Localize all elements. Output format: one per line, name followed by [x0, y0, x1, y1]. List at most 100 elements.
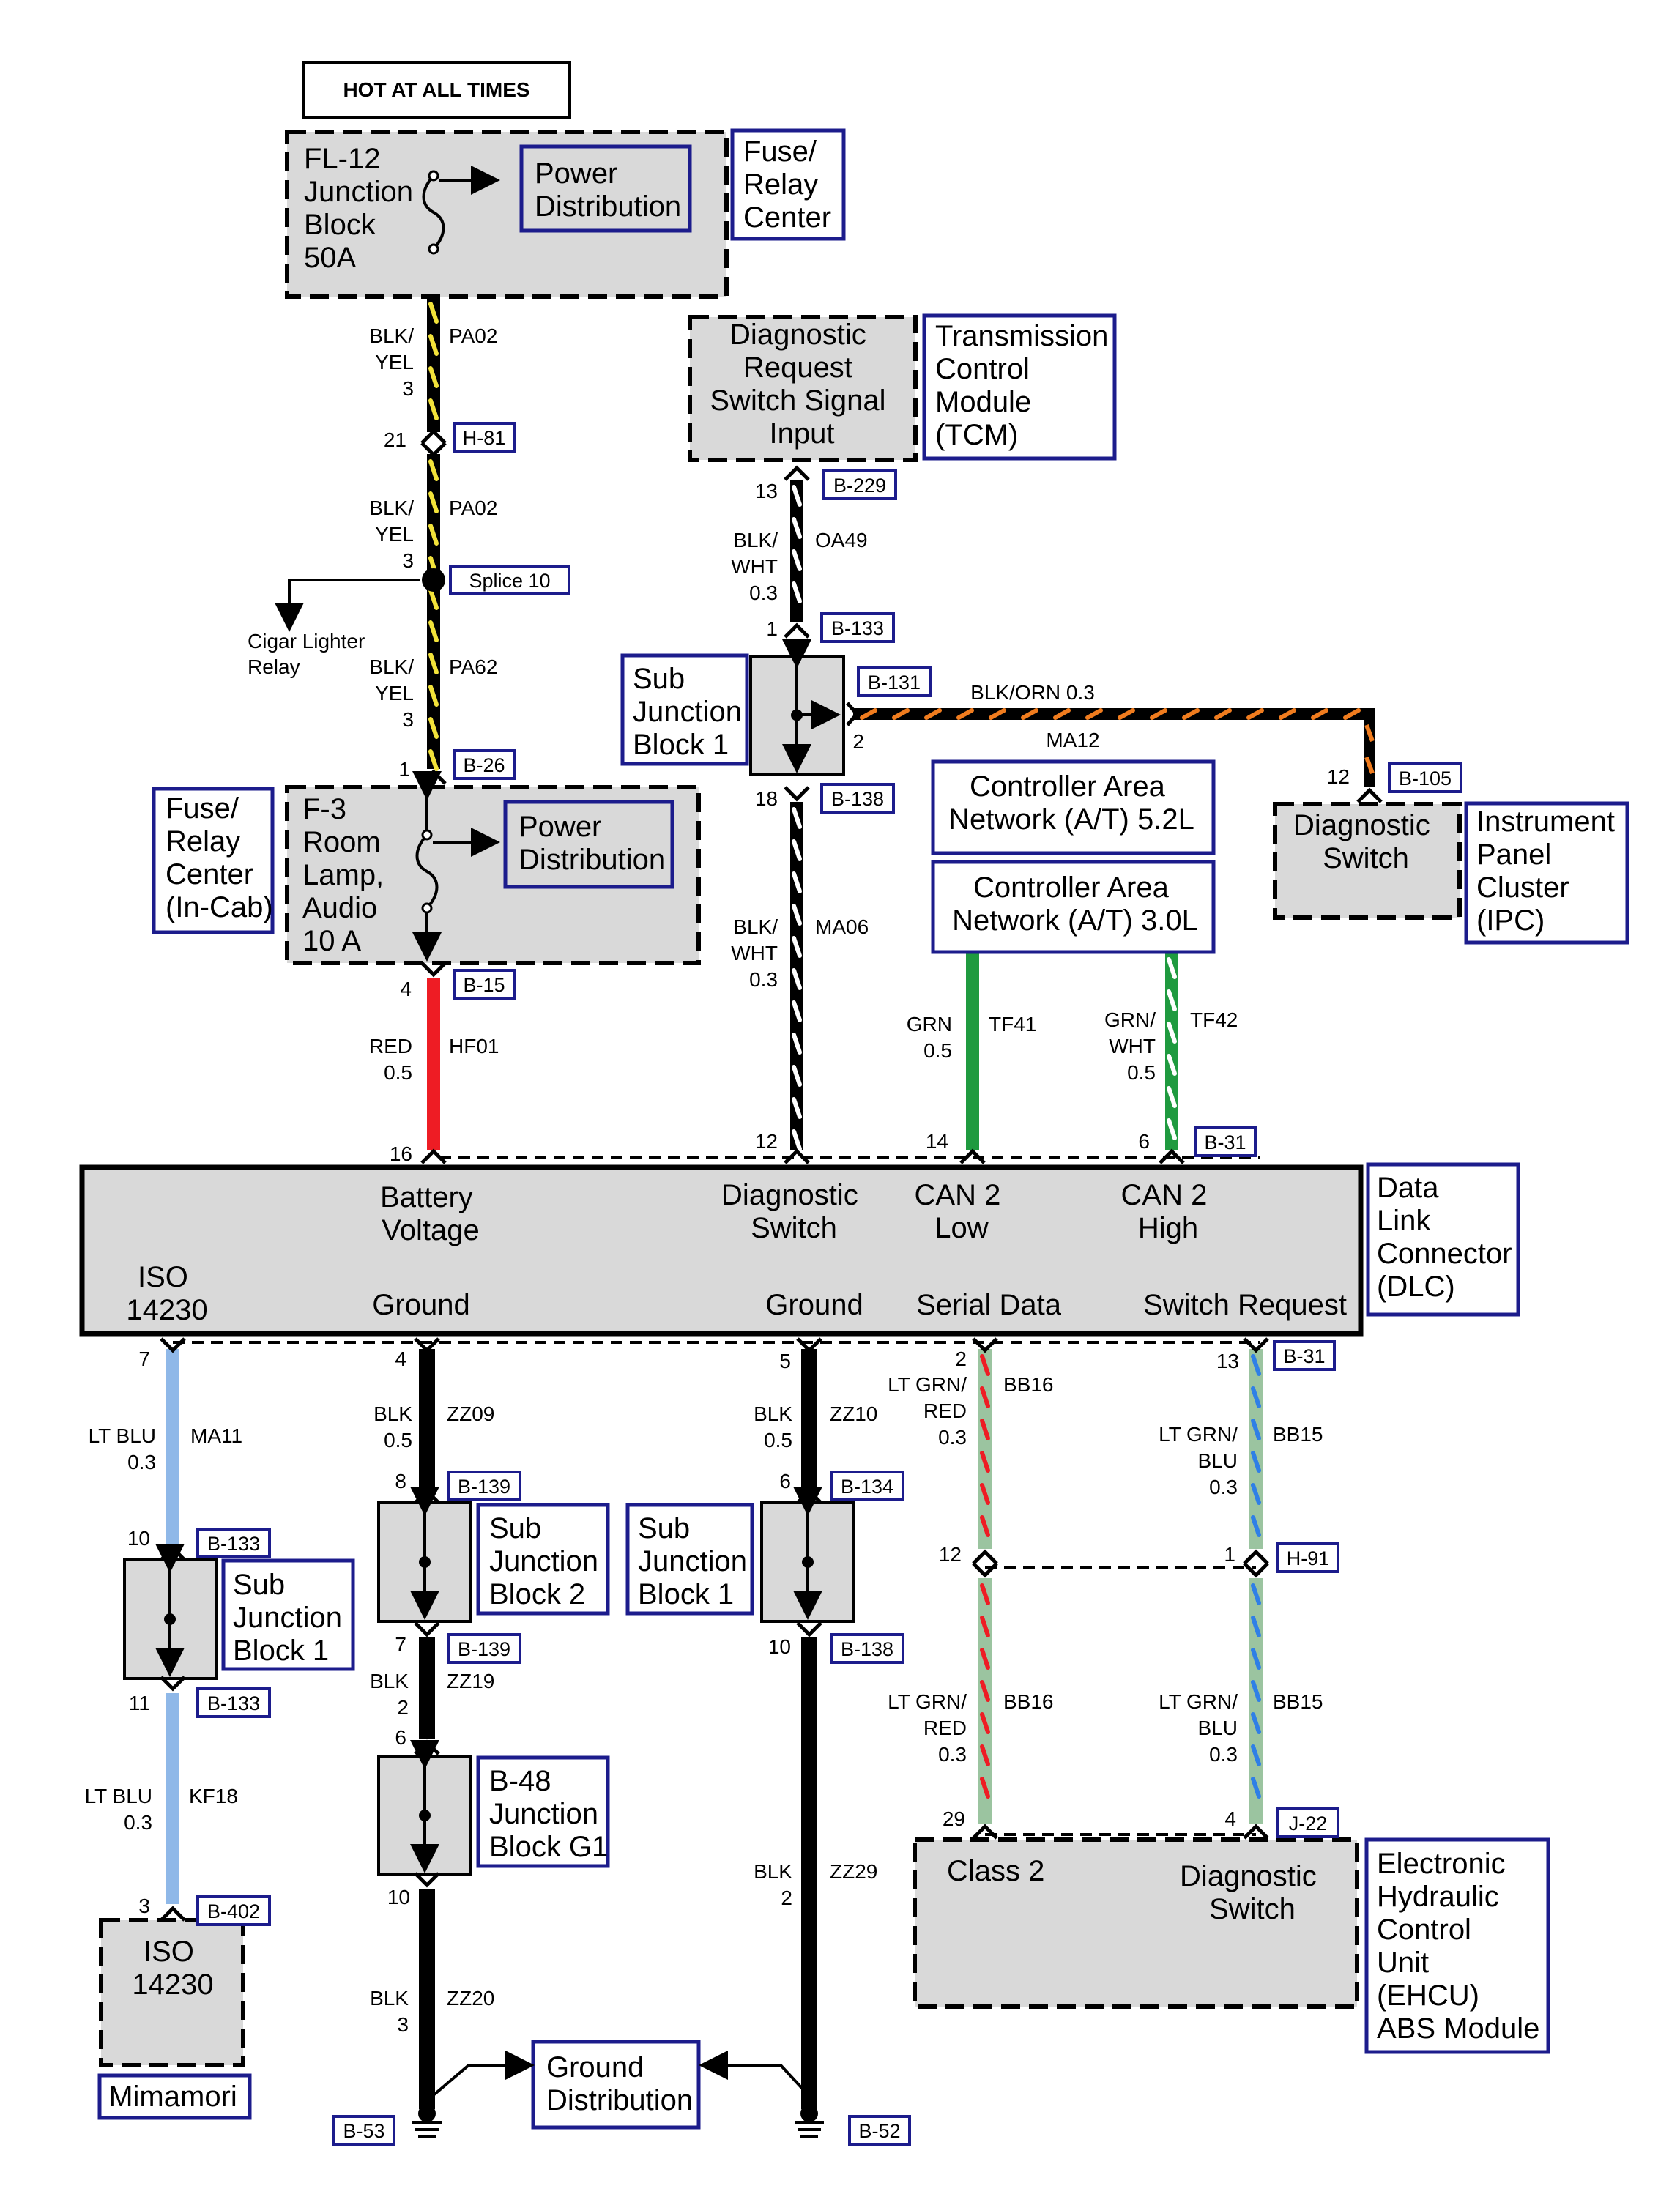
connector-chevron — [784, 622, 810, 639]
tag-b31a-box — [1194, 1126, 1257, 1157]
tag-b133a: B-133 — [831, 617, 884, 639]
pin-7a: 7 — [138, 1347, 150, 1370]
ma12-circuit: MA12 — [1046, 729, 1099, 751]
tag-b31b: B-31 — [1283, 1345, 1325, 1367]
wire-ma12-stripe — [1214, 708, 1232, 720]
wire-ma06-stripe — [792, 1000, 802, 1022]
wire-bb16b-stripe — [980, 1616, 990, 1637]
tag-splice10-box — [449, 565, 570, 595]
ipc-box — [1273, 802, 1462, 920]
wire-bb16a-stripe — [980, 1386, 990, 1408]
wire-ma12-stripe — [1343, 708, 1361, 720]
connector-chevron — [160, 1906, 186, 1922]
connector-chevron — [420, 769, 447, 785]
connector-chevron — [1243, 1549, 1269, 1565]
wire-tf42-stripe — [1167, 1054, 1177, 1076]
wire-tf42-circuit: TF42 — [1190, 1008, 1238, 1031]
connector-chevron — [414, 1872, 440, 1888]
ground-dist-text: Ground Distribution — [546, 2051, 693, 2116]
wire-ma06-stripe — [792, 871, 802, 893]
wire-bb15a-stripe — [1251, 1386, 1261, 1408]
connector-chevron — [414, 1488, 440, 1504]
mimamori-box-text: ISO 14230 — [132, 1936, 213, 2001]
fl12-label-box — [730, 128, 846, 241]
wire-pa02b-stripe — [428, 749, 439, 771]
dlc-serial: Serial Data — [916, 1289, 1062, 1321]
connector-chevron — [784, 465, 810, 481]
wire-bb15b-stripe — [1251, 1616, 1261, 1637]
sjb-left-label-box — [221, 1558, 355, 1671]
f3-fuse-top — [421, 829, 433, 841]
dlc-pin-can-low: CAN 2 Low — [915, 1179, 1009, 1244]
wire-ma12-stripe — [1311, 708, 1328, 720]
tag-b138a: B-138 — [831, 788, 884, 810]
pin-18: 18 — [755, 787, 778, 810]
pin-14: 14 — [926, 1130, 948, 1153]
connector-chevron — [784, 786, 810, 802]
f3-power-box — [503, 800, 674, 889]
f3-power-text: Power Distribution — [519, 811, 665, 876]
wire-ma12-stripe — [924, 708, 942, 720]
wire-ma12-stripe — [1246, 708, 1264, 720]
f3-fuse-bot — [421, 902, 433, 914]
connector-chevron — [1356, 787, 1383, 803]
tag-b134: B-134 — [841, 1476, 893, 1498]
connector-chevron — [160, 1337, 186, 1353]
wire-ma11-circuit: MA11 — [190, 1424, 242, 1447]
wire-pa02a-stripe — [428, 398, 439, 420]
tag-b105-box — [1388, 762, 1462, 793]
f3-text: F-3 Room Lamp, Audio 10 A — [302, 793, 392, 957]
tag-j22: J-22 — [1289, 1813, 1328, 1834]
tag-b133a-box — [820, 612, 895, 643]
connector-chevron — [420, 442, 447, 458]
boxes-layer — [79, 128, 1629, 2138]
dlc-pin-diag: Diagnostic Switch — [721, 1179, 866, 1244]
pin-4b: 4 — [395, 1347, 406, 1370]
hot-label-box — [302, 61, 571, 119]
sjb-upper-label-box — [620, 653, 749, 766]
pin-6b: 6 — [395, 1726, 406, 1749]
tcm-box — [688, 315, 918, 462]
pin-13a: 13 — [755, 480, 778, 502]
tag-b229-box — [822, 469, 897, 500]
tag-b26-box — [453, 749, 516, 780]
wire-ma12-stripe — [989, 708, 1006, 720]
ground-dist-box — [531, 2040, 701, 2130]
wire-bb16b-stripe — [980, 1648, 990, 1670]
connector-chevron — [414, 1621, 440, 1637]
wire-ma12-stripe — [1279, 708, 1296, 720]
ipc-label-box — [1464, 801, 1629, 945]
wire-kf18-circuit: KF18 — [189, 1785, 238, 1807]
tag-b105: B-105 — [1399, 767, 1452, 789]
tag-b139b: B-139 — [458, 1638, 510, 1660]
tag-b402: B-402 — [207, 1900, 260, 1922]
tag-b15: B-15 — [463, 974, 505, 996]
tag-b138b-box — [830, 1633, 904, 1664]
can-52-text: Controller Area Network (A/T) 5.2L — [948, 770, 1194, 836]
ehcu-label-text: Electronic Hydraulic Control Unit (EHCU)… — [1377, 1848, 1539, 2045]
connectors-layer: H-81B-26B-15B-229B-133B-131B-138B-105B-3… — [160, 422, 1462, 2146]
wire-zz09-circuit: ZZ09 — [447, 1402, 494, 1425]
tag-b31a: B-31 — [1204, 1131, 1246, 1153]
connector-chevron — [972, 1824, 998, 1840]
ma12-color: BLK/ORN 0.3 — [970, 681, 1095, 704]
wire-zz20-circuit: ZZ20 — [447, 1987, 494, 2010]
wire-ma06-circuit: MA06 — [815, 915, 869, 938]
wire-bb15a-circuit: BB15 — [1273, 1423, 1323, 1446]
wire-hf01-circuit: HF01 — [449, 1035, 499, 1057]
wire-ma12-stripe — [1021, 708, 1038, 720]
wire-bb16a-stripe — [980, 1354, 990, 1376]
tag-b402-box — [196, 1895, 271, 1926]
connector-chevron — [972, 1562, 998, 1578]
wire-ma12-stripe — [860, 708, 877, 720]
connector-chevron — [420, 1148, 447, 1164]
ground-arrow-left — [433, 2051, 535, 2096]
wire-pa02a-stripe — [428, 302, 439, 324]
